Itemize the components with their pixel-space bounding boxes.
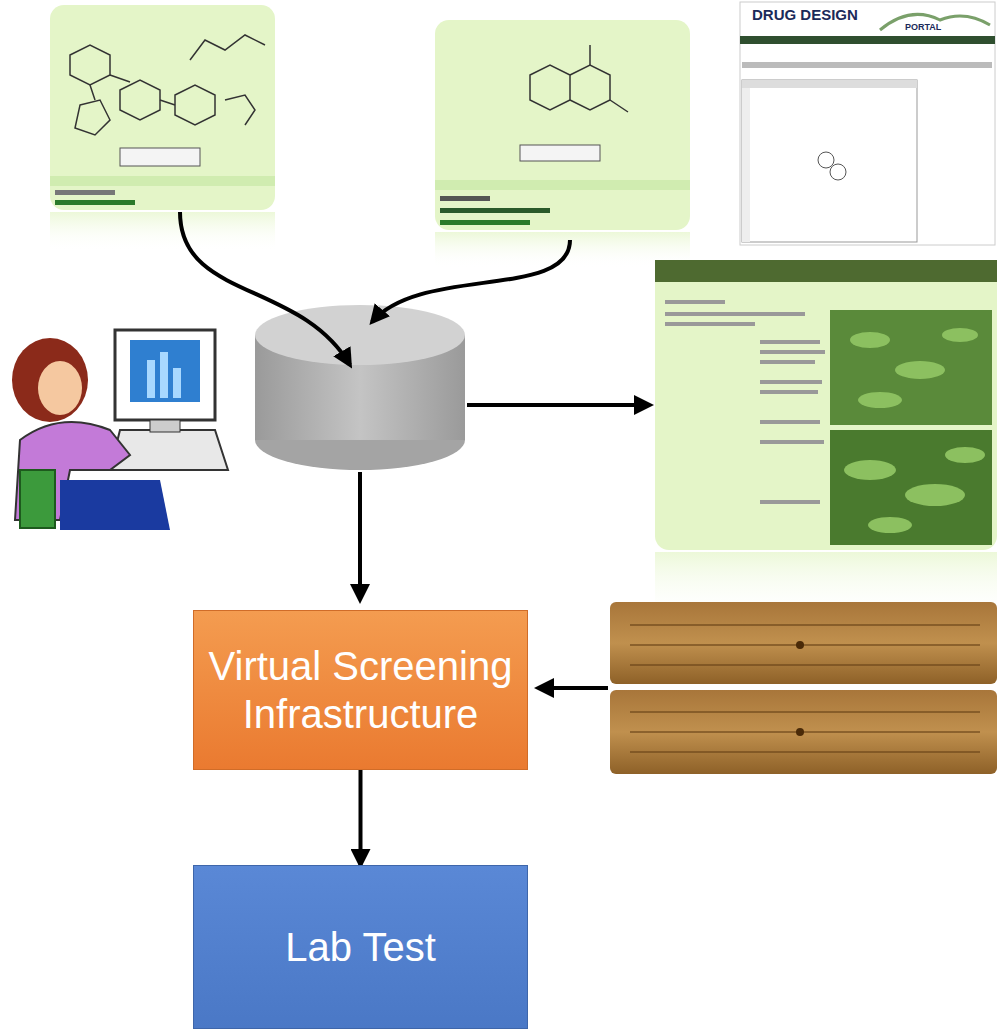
user-clipart <box>12 330 228 530</box>
portal-screenshot <box>740 2 995 245</box>
box-text: Virtual Screening Infrastructure <box>194 642 527 738</box>
plant-screenshot <box>655 260 997 620</box>
molecule-screenshot <box>50 5 275 252</box>
database-cylinder <box>255 305 465 470</box>
portal-title: PORTAL <box>905 22 941 32</box>
box-text: Lab Test <box>275 923 446 971</box>
process-box: Lab Test <box>193 865 528 1029</box>
portal-title: DRUG DESIGN <box>752 6 858 23</box>
process-box: Virtual Screening Infrastructure <box>193 610 528 770</box>
molecule-screenshot <box>435 20 690 268</box>
flow-arrow <box>359 770 363 865</box>
palm-leaf-manuscript <box>610 602 997 774</box>
